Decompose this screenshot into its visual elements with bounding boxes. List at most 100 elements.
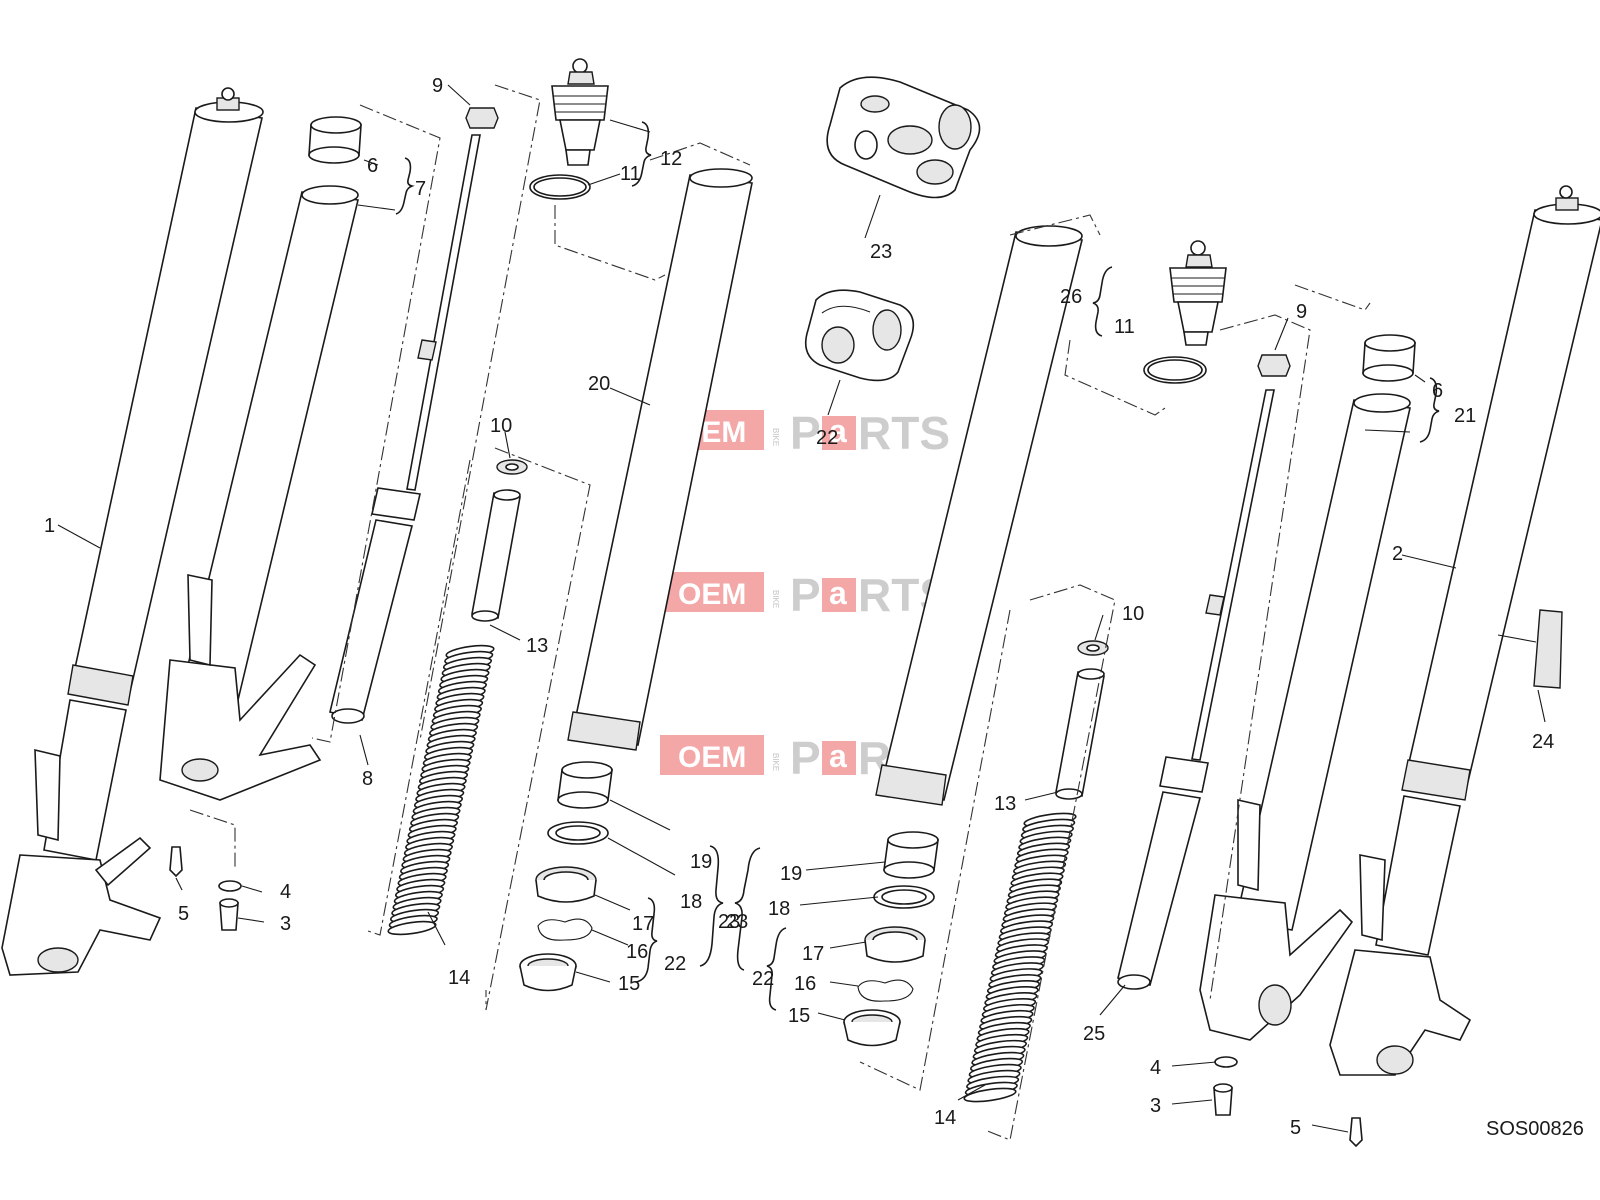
braces	[395, 121, 1440, 1011]
part-15-dust-seal-left	[519, 953, 577, 992]
watermark-bike-text: BIKE	[771, 590, 780, 608]
part-1-left-fork-assembly	[1, 87, 264, 976]
callouts-right: 26 11 9 6 21 2 10 13 24 19 18 17 16 15 2…	[726, 286, 1554, 1139]
callout-4-right: 4	[1150, 1057, 1161, 1079]
watermark-1: OEM BIKE P a RTS	[660, 407, 950, 459]
watermark-p-text: P	[790, 407, 821, 459]
callout-1: 1	[44, 515, 55, 537]
callout-15-right: 15	[788, 1005, 810, 1027]
callout-17-left: 17	[632, 913, 654, 935]
callout-22-left: 22	[664, 953, 686, 975]
part-2-right-fork-assembly	[1329, 185, 1600, 1076]
watermark-p-text: P	[790, 569, 821, 621]
watermark-a-text: a	[829, 575, 847, 611]
part-20-outer-tube-left	[567, 168, 753, 751]
part-16-clip-left	[537, 918, 593, 941]
part-3-bolt-left	[219, 898, 239, 931]
callout-3-left: 3	[280, 913, 291, 935]
part-26-fork-cap-right	[1169, 240, 1227, 346]
part-4-washer-left	[218, 880, 242, 892]
part-10-washer-right	[1077, 640, 1109, 656]
callout-16-left: 16	[626, 941, 648, 963]
callout-5-left: 5	[178, 903, 189, 925]
part-9-nut-left	[465, 107, 499, 129]
callout-15-left: 15	[618, 973, 640, 995]
part-7-inner-tube-left	[159, 185, 359, 801]
callout-18-right: 18	[768, 898, 790, 920]
callout-3-right: 3	[1150, 1095, 1161, 1117]
part-5-bolt-right	[1349, 1117, 1363, 1148]
callout-6-right: 6	[1432, 380, 1443, 402]
part-19-bushing-right	[883, 831, 939, 879]
watermark-a-text: a	[829, 413, 847, 449]
part-10-washer-left	[496, 459, 528, 475]
part-11-o-ring-left	[529, 174, 591, 200]
part-14-spring-right	[963, 812, 1077, 1103]
part-21-inner-tube-right	[1199, 393, 1411, 1041]
callout-11-left: 11	[620, 163, 641, 185]
watermark-oem-text: OEM	[678, 578, 746, 611]
watermark-2: OEM BIKE P a RTS	[660, 569, 950, 621]
part-14-spring-left	[387, 644, 495, 936]
callout-16-right: 16	[794, 973, 816, 995]
callout-13-left: 13	[526, 635, 548, 657]
callout-20-left: 20	[588, 373, 610, 395]
callout-14-right: 14	[934, 1107, 956, 1129]
part-23-clamp-center	[826, 76, 981, 199]
part-4-washer-right	[1214, 1056, 1238, 1068]
callout-7: 7	[415, 178, 426, 200]
callout-2: 2	[1392, 543, 1403, 565]
part-18-washer-left	[547, 821, 609, 845]
callout-14-left: 14	[448, 967, 470, 989]
callout-19-left: 19	[690, 851, 712, 873]
callout-26: 26	[1060, 286, 1082, 308]
callouts-center: 23 22	[816, 241, 892, 449]
part-15-dust-seal-right	[843, 1009, 901, 1047]
spring-coil	[387, 920, 437, 936]
part-6-bushing-right	[1362, 334, 1416, 382]
callout-17-right: 17	[802, 943, 824, 965]
watermark-a-text: a	[829, 738, 847, 774]
callout-6-left: 6	[367, 155, 378, 177]
watermark-p-text: P	[790, 732, 821, 784]
callout-23-right: 23	[726, 911, 748, 933]
callout-11-right: 11	[1114, 316, 1135, 338]
part-8-damper-cartridge-left	[329, 134, 481, 724]
part-22-clamp-center	[804, 289, 915, 382]
leader-lines	[57, 84, 1546, 1133]
callout-19-right: 19	[780, 863, 802, 885]
callout-22-center: 22	[816, 427, 838, 449]
part-17-oil-seal-left	[535, 866, 597, 903]
part-18-washer-right	[873, 885, 935, 909]
callout-25: 25	[1083, 1023, 1105, 1045]
part-13-spacer-tube-left	[471, 489, 521, 622]
part-19-bushing-left	[557, 761, 613, 809]
callout-13-right: 13	[994, 793, 1016, 815]
part-25-damper-cartridge-right	[1117, 389, 1275, 990]
spring-coil	[963, 1087, 1017, 1103]
callout-9-right: 9	[1296, 301, 1307, 323]
watermark-bike-text: BIKE	[771, 753, 780, 771]
callout-22-right: 22	[752, 968, 774, 990]
part-11-o-ring-right	[1143, 356, 1207, 384]
callout-23-center: 23	[870, 241, 892, 263]
part-5-bolt-left	[169, 846, 183, 878]
part-6-bushing-left	[308, 116, 362, 164]
callout-18-left: 18	[680, 891, 702, 913]
part-20-outer-tube-right	[875, 225, 1083, 806]
callout-8: 8	[362, 768, 373, 790]
part-17-oil-seal-right	[864, 926, 926, 963]
callout-24: 24	[1532, 731, 1554, 753]
group-outlines	[189, 84, 1371, 1141]
part-16-clip-right	[857, 979, 914, 1002]
callout-10-right: 10	[1122, 603, 1144, 625]
callouts-left: 1 6 7 9 11 12 8 20 10 13 14 19 18 17 16 …	[44, 75, 740, 995]
part-9-nut-right	[1257, 354, 1291, 377]
part-24-decal	[1533, 609, 1563, 689]
watermark-oem-text: OEM	[678, 741, 746, 774]
watermark-bike-text: BIKE	[771, 428, 780, 446]
part-13-spacer-tube-right	[1055, 668, 1105, 800]
callout-21: 21	[1454, 405, 1476, 427]
callout-12: 12	[660, 148, 682, 170]
